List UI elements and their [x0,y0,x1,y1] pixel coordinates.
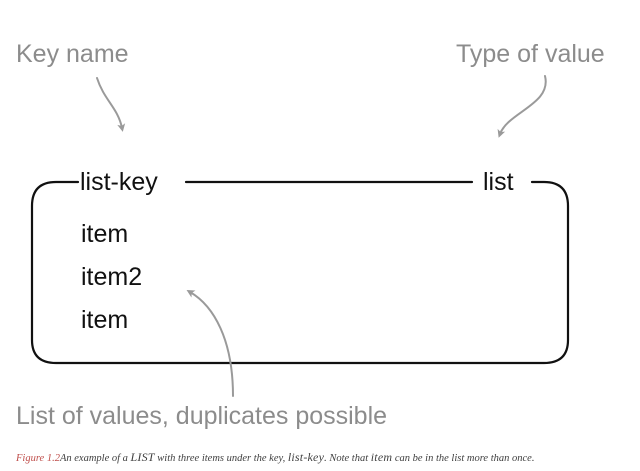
caption-text-3: . Note that [324,453,371,464]
list-of-values-arrow [186,289,234,397]
list-item: item [81,220,129,248]
key-name-arrow [96,77,126,132]
caption-emphasis-list-key: list-key [287,450,325,464]
caption-emphasis-item: item [370,450,393,464]
list-type-label: list [483,168,514,196]
caption-emphasis-list: LIST [130,450,155,464]
caption-text-1: An example of a [59,453,131,464]
type-of-value-annotation: Type of value [456,40,605,68]
box-outline [30,180,570,365]
list-of-values-annotation: List of values, duplicates possible [16,402,388,430]
caption-figure-label: Figure 1.2 [16,453,60,464]
list-item: item2 [81,263,143,291]
list-container-box [30,180,570,365]
type-of-value-arrow [497,75,547,138]
figure-caption: Figure 1.2An example of a LIST with thre… [16,450,636,465]
list-key-label: list-key [80,168,158,196]
caption-text-4: can be in the list more than once. [392,453,535,464]
list-item: item [81,306,129,334]
key-name-annotation: Key name [16,40,129,68]
caption-text-2: with three items under the key, [154,453,288,464]
